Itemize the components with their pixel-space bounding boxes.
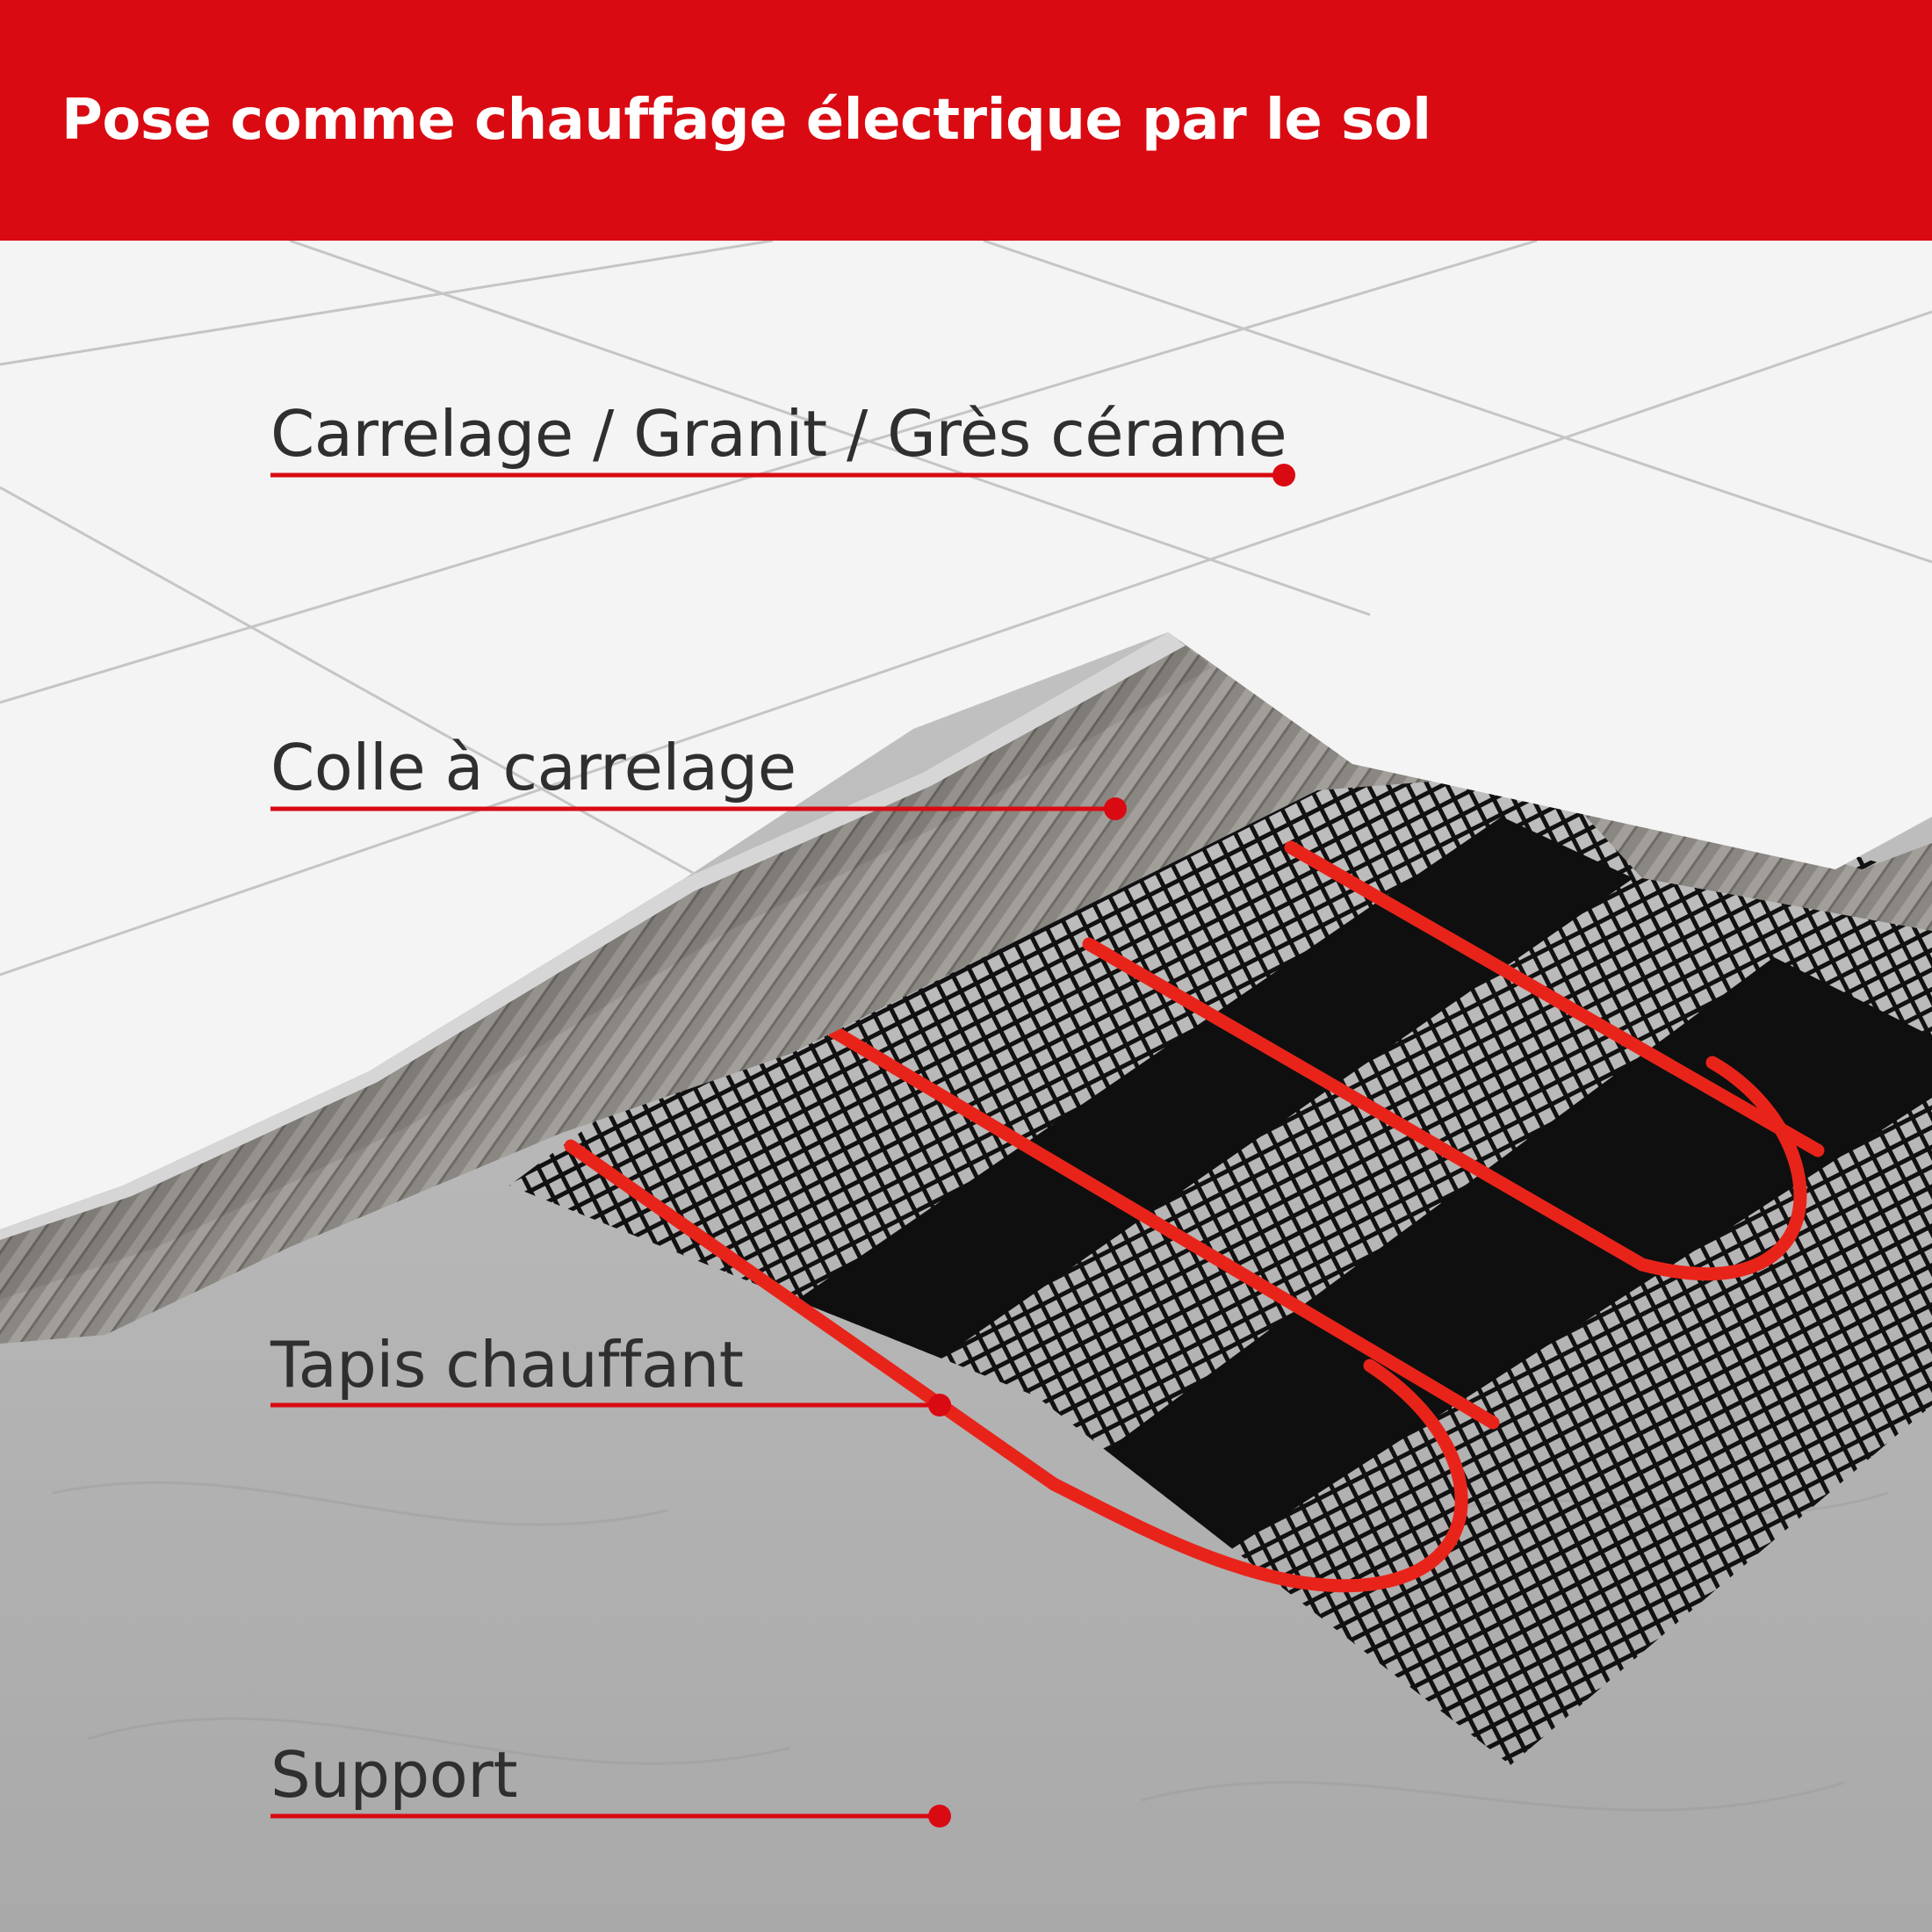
- callout-dot-support: [928, 1805, 951, 1827]
- callout-dot-tile: [1272, 464, 1295, 487]
- header-banner: Pose comme chauffage électrique par le s…: [0, 0, 1932, 241]
- adhesive-groove-shading: [0, 632, 1212, 1300]
- tile-edge: [0, 632, 1186, 1240]
- callout-dot-adhesive: [1104, 797, 1127, 820]
- tile-layer: [0, 241, 1932, 1229]
- callout-lines: [270, 464, 1295, 1827]
- tile-joints: [0, 239, 1932, 977]
- callout-dot-mat: [928, 1394, 951, 1417]
- layer-label-adhesive: Colle à carrelage: [270, 731, 797, 804]
- layer-label-heating-mat: Tapis chauffant: [270, 1328, 744, 1402]
- layer-label-tile: Carrelage / Granit / Grès cérame: [270, 397, 1287, 471]
- tile-adhesive-layer: [0, 632, 1932, 1344]
- page-title: Pose comme chauffage électrique par le s…: [61, 88, 1431, 153]
- layer-label-support: Support: [270, 1738, 518, 1812]
- mat-tape-strips: [720, 817, 1932, 1607]
- heating-cable: [564, 840, 1825, 1593]
